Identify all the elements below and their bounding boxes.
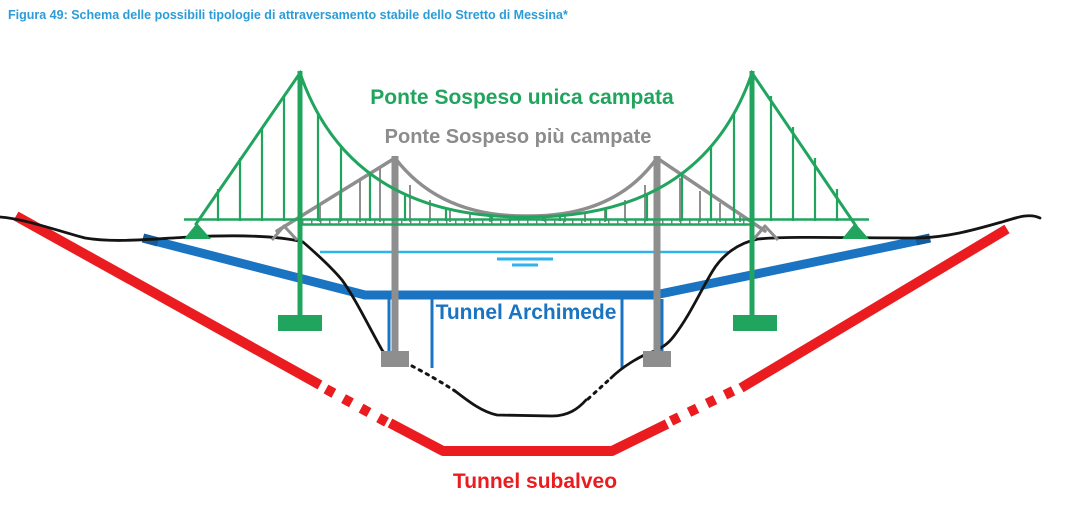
red-tunnel-left-solid [13, 211, 323, 390]
label-underground-tunnel: Tunnel subalveo [452, 470, 618, 493]
terrain-left-slope [0, 215, 408, 367]
green-singlespan-bridge [184, 69, 869, 331]
figure-caption: Figura 49: Schema delle possibili tipolo… [8, 8, 568, 22]
water [320, 250, 728, 267]
gray-multispan-bridge [270, 155, 780, 367]
terrain-right-dotted [586, 376, 613, 401]
green-main-cables [194, 69, 858, 228]
terrain-left-dotted [410, 364, 457, 393]
gray-tower-base-right [643, 351, 671, 367]
terrain-right-slope [609, 214, 1042, 380]
label-multi-span-bridge: Ponte Sospeso più campate [384, 126, 652, 148]
water-symbol [497, 257, 553, 267]
red-tunnel-right-dashed [668, 384, 740, 426]
green-anchor-left [184, 223, 211, 239]
gray-anchor-left [270, 224, 299, 242]
tunnel-tube [141, 233, 931, 300]
red-tunnel-right-solid [738, 224, 1010, 393]
green-suspenders [216, 96, 839, 221]
green-tower-base-right [733, 315, 777, 331]
tunnel-tethers [387, 299, 664, 368]
gray-tower-base-left [381, 351, 409, 367]
label-single-span-bridge: Ponte Sospeso unica campata [370, 86, 674, 109]
red-tunnel-left-dashed [323, 384, 393, 429]
label-floating-tunnel: Tunnel Archimede [435, 301, 617, 324]
red-underground-tunnel [13, 211, 1010, 456]
green-tower-base-left [278, 315, 322, 331]
terrain-valley-bottom [453, 389, 588, 418]
green-anchor-right [842, 223, 869, 239]
gray-anchor-right [751, 224, 780, 242]
red-tunnel-bottom [387, 418, 670, 456]
